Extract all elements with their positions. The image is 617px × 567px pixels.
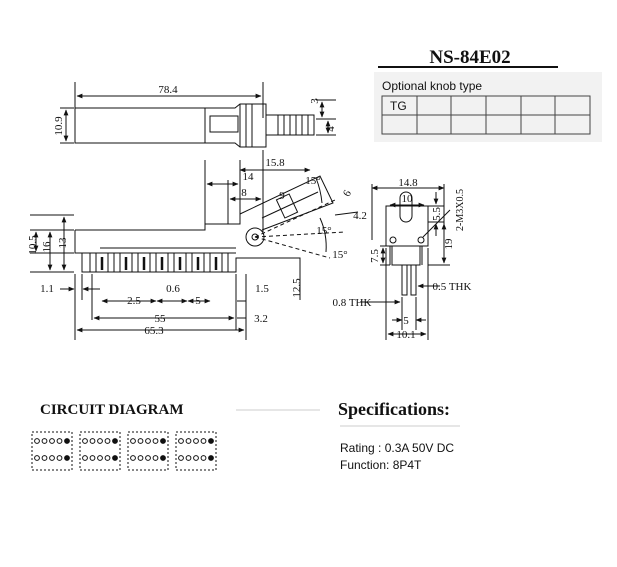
dim-65-3: 65.3	[144, 325, 164, 337]
dim-3: 3	[309, 98, 321, 104]
contact-point	[89, 455, 96, 461]
contact-point	[41, 438, 48, 444]
dim-height-10-9: 10.9	[53, 116, 65, 136]
contact-point	[137, 438, 144, 444]
circuit-heading: CIRCUIT DIAGRAM	[40, 402, 183, 418]
knob-table-label: Optional knob type	[382, 79, 482, 93]
contact-point	[97, 455, 103, 461]
circuit-pole-4	[175, 431, 217, 471]
contact-point	[64, 438, 70, 444]
dim-5: 5	[195, 295, 201, 307]
end-view	[360, 184, 451, 340]
dim-14-8: 14.8	[398, 177, 418, 189]
dim-14: 14	[243, 171, 255, 183]
contact-point	[82, 455, 88, 461]
contact-point	[185, 455, 192, 461]
dim-4-2: 4.2	[353, 210, 367, 222]
dim-screw-2-m3x0-5: 2-M3X0.5	[455, 189, 466, 231]
contact-point	[178, 455, 184, 461]
dim-13: 13	[57, 237, 69, 249]
contact-point	[112, 455, 118, 461]
contact-point	[208, 455, 214, 461]
dim-6: 6	[341, 188, 354, 199]
circuit-pole-1	[31, 431, 73, 471]
contact-point	[56, 455, 63, 461]
contact-point	[89, 438, 96, 444]
circuit-pole-2	[79, 431, 121, 471]
contact-point	[49, 455, 55, 461]
dim-1-5: 1.5	[255, 283, 269, 295]
dim-0-8-thk: 0.8 THK	[333, 297, 372, 309]
contact-point	[104, 455, 111, 461]
contact-point	[193, 455, 199, 461]
contact-point	[200, 438, 207, 444]
end-view-labels: 14.8 10 5.5 2-M3X0.5 19 7.5 0.8 THK 0.5 …	[333, 177, 472, 341]
dim-8: 8	[241, 187, 247, 199]
contact-point	[193, 438, 199, 444]
dim-10-5: 10.5	[27, 235, 39, 255]
dim-4: 4	[325, 126, 337, 132]
dim-10-1: 10.1	[396, 329, 415, 341]
spec-function: Function: 8P4T	[340, 458, 422, 472]
knob-type-table: Optional knob type TG	[374, 72, 602, 142]
dim-15-8: 15.8	[265, 157, 285, 169]
side-view-labels: 15.8 14 8 9 15° 6 4.2 15° 15° 10.5 16 13…	[27, 157, 367, 337]
contact-point	[41, 455, 48, 461]
dim-3-2: 3.2	[254, 313, 268, 325]
circuit-blocks	[31, 431, 217, 471]
dim-10: 10	[402, 193, 414, 205]
dim-angle-15-a: 15°	[305, 175, 320, 187]
top-view	[60, 82, 336, 148]
contact-point	[56, 438, 63, 444]
contact-point	[160, 438, 166, 444]
dim-7-5: 7.5	[369, 249, 381, 263]
contact-point	[160, 455, 166, 461]
contact-point	[49, 438, 55, 444]
contact-point	[152, 455, 159, 461]
contact-point	[145, 438, 151, 444]
dim-0-6: 0.6	[166, 283, 180, 295]
contact-point	[34, 438, 40, 444]
contact-point	[200, 455, 207, 461]
contact-point	[64, 455, 70, 461]
dim-12-5: 12.5	[291, 278, 303, 298]
model-title: NS-84E02	[429, 47, 510, 68]
contact-point	[185, 438, 192, 444]
dim-9: 9	[279, 190, 285, 202]
contact-point	[112, 438, 118, 444]
contact-point	[82, 438, 88, 444]
contact-point	[137, 455, 144, 461]
dim-5-5: 5.5	[431, 207, 443, 221]
contact-point	[104, 438, 111, 444]
circuit-diagram: CIRCUIT DIAGRAM	[31, 402, 320, 471]
dim-55: 55	[155, 313, 167, 325]
side-view	[30, 150, 359, 340]
dim-angle-15-c: 15°	[332, 249, 347, 261]
contact-point	[145, 455, 151, 461]
contact-point	[178, 438, 184, 444]
circuit-pole-3	[127, 431, 169, 471]
dim-length-78-4: 78.4	[158, 84, 178, 96]
dim-end-5: 5	[403, 315, 409, 327]
contact-point	[130, 455, 136, 461]
contact-point	[97, 438, 103, 444]
dim-angle-15-b: 15°	[316, 225, 331, 237]
contact-point	[152, 438, 159, 444]
dim-1-1: 1.1	[40, 283, 54, 295]
title-block: NS-84E02	[378, 47, 558, 68]
dim-2-5: 2.5	[127, 295, 141, 307]
knob-cell-tg: TG	[390, 99, 407, 113]
dim-19: 19	[443, 238, 455, 250]
contact-point	[130, 438, 136, 444]
specs-heading: Specifications:	[338, 399, 450, 419]
dim-16: 16	[41, 241, 53, 253]
dim-0-5-thk: 0.5 THK	[433, 281, 472, 293]
spec-rating: Rating : 0.3A 50V DC	[340, 441, 454, 455]
contact-point	[34, 455, 40, 461]
contact-point	[208, 438, 214, 444]
specifications: Specifications: Rating : 0.3A 50V DC Fun…	[338, 399, 460, 472]
